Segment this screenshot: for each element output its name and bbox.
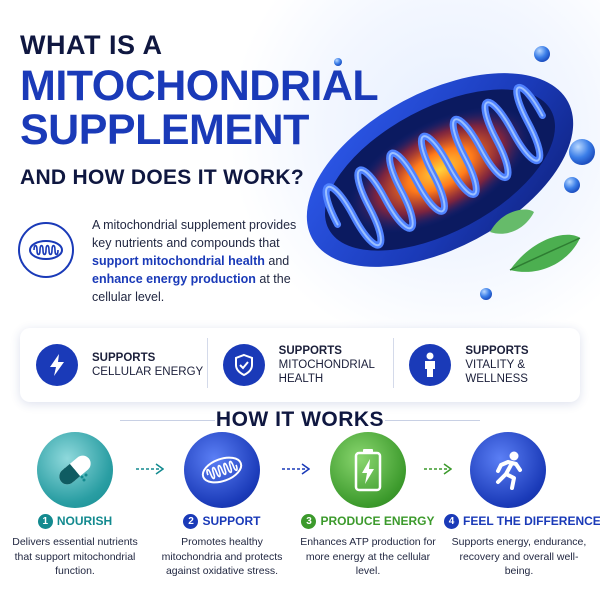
benefit-1-text: CELLULAR ENERGY bbox=[92, 366, 204, 378]
divider-right bbox=[385, 420, 480, 421]
step-3-title: PRODUCE ENERGY bbox=[320, 514, 435, 528]
step-2-number: 2 bbox=[183, 514, 199, 529]
title-line-4: AND HOW DOES IT WORK? bbox=[20, 166, 304, 189]
how-it-works-title: HOW IT WORKS bbox=[215, 408, 385, 431]
step-4-number: 4 bbox=[444, 514, 459, 529]
step-4-title: FEEL THE DIFFERENCE bbox=[463, 514, 600, 528]
intro-highlight-2: enhance energy production bbox=[92, 272, 256, 286]
intro-text-2: and bbox=[264, 254, 290, 268]
benefit-2-bold: SUPPORTS bbox=[278, 345, 342, 357]
mitochondrion-illustration bbox=[306, 46, 595, 300]
intro-paragraph: A mitochondrial supplement provides key … bbox=[92, 216, 302, 306]
benefits-panel: SUPPORTS CELLULAR ENERGY SUPPORTS MITOCH… bbox=[20, 328, 580, 402]
mitochondria-icon bbox=[184, 432, 260, 508]
step-2-description: Promotes healthy mitochondria and protec… bbox=[161, 536, 283, 577]
step-1-description: Delivers essential nutrients that suppor… bbox=[12, 536, 138, 577]
step-3-description: Enhances ATP production for more energy … bbox=[300, 536, 436, 577]
step-2-title: SUPPORT bbox=[202, 514, 261, 528]
mitochondria-icon bbox=[18, 222, 74, 278]
arrow-right-icon bbox=[282, 463, 310, 475]
divider-left bbox=[120, 420, 215, 421]
benefit-3-bold: SUPPORTS bbox=[465, 345, 529, 357]
benefit-1-bold: SUPPORTS bbox=[92, 352, 156, 364]
battery-bolt-icon bbox=[330, 432, 406, 508]
intro-text-1: A mitochondrial supplement provides key … bbox=[92, 218, 297, 250]
title-line-1: WHAT IS A bbox=[20, 30, 163, 60]
benefit-2-text: MITOCHONDRIAL HEALTH bbox=[278, 359, 375, 385]
step-1-number: 1 bbox=[37, 514, 53, 529]
lightning-icon bbox=[36, 344, 78, 386]
title-line-2: MITOCHONDRIAL bbox=[20, 62, 379, 110]
running-person-icon bbox=[470, 432, 546, 508]
step-1-title: NOURISH bbox=[56, 514, 113, 528]
step-4-label: 4 FEEL THE DIFFERENCE bbox=[444, 514, 600, 529]
step-3-number: 3 bbox=[301, 514, 317, 529]
intro-text-3: at the cellular level. bbox=[92, 272, 291, 304]
benefit-3-text: VITALITY & WELLNESS bbox=[465, 359, 528, 385]
benefit-mitochondrial-health: SUPPORTS MITOCHONDRIAL HEALTH bbox=[206, 338, 394, 388]
step-4-description: Supports energy, endurance, recovery and… bbox=[451, 536, 587, 577]
page-title: WHAT IS A MITOCHONDRIAL SUPPLEMENT AND H… bbox=[20, 30, 379, 190]
title-line-3: SUPPLEMENT bbox=[20, 106, 309, 154]
person-icon bbox=[409, 344, 452, 386]
arrow-right-icon bbox=[136, 463, 164, 475]
arrow-right-icon bbox=[424, 463, 452, 475]
benefit-cellular-energy: SUPPORTS CELLULAR ENERGY bbox=[20, 344, 207, 386]
capsule-icon bbox=[37, 432, 113, 508]
shield-check-icon bbox=[222, 344, 265, 386]
benefit-vitality-wellness: SUPPORTS VITALITY & WELLNESS bbox=[393, 338, 580, 388]
intro-highlight-1: support mitochondrial health bbox=[92, 254, 265, 268]
